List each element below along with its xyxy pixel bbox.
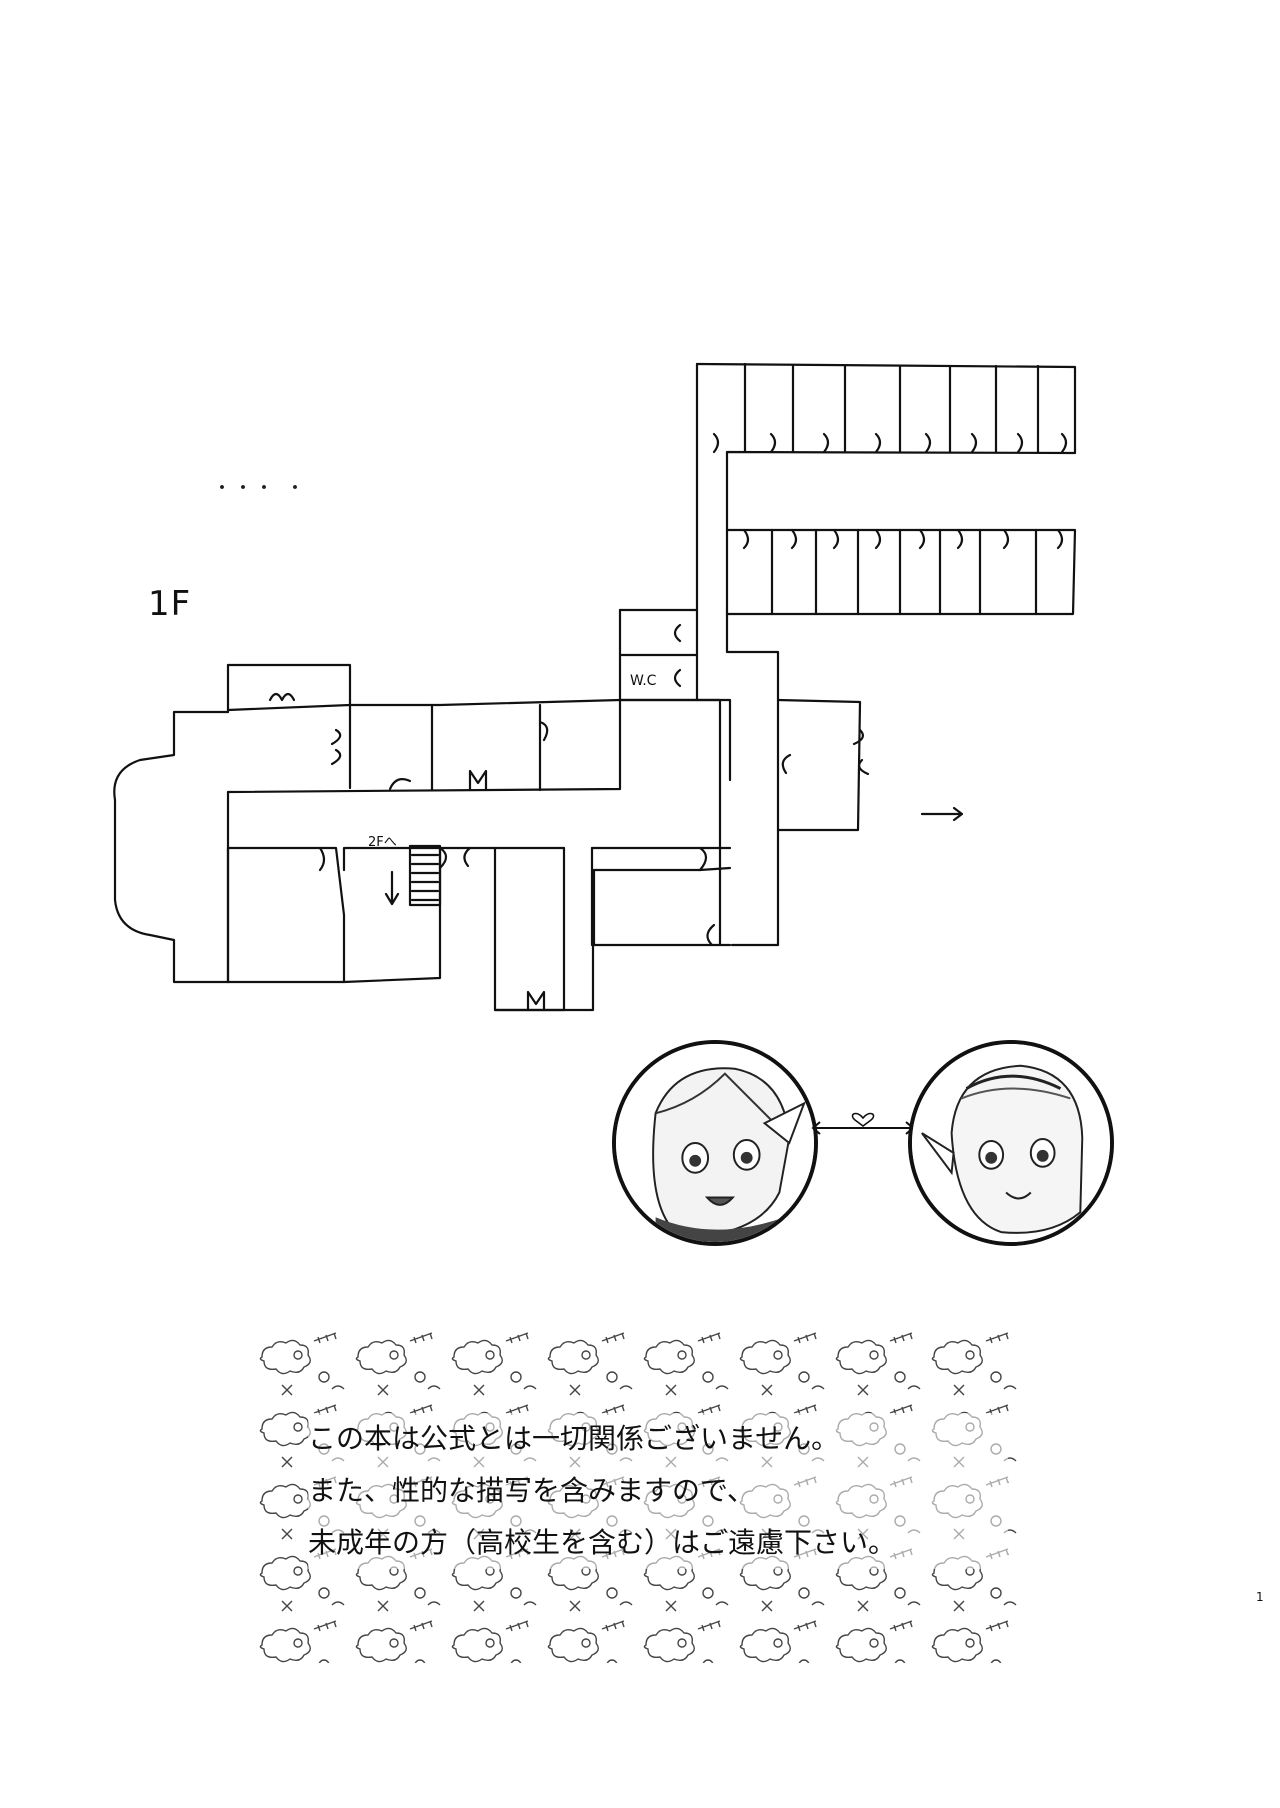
stairs-label: 2Fへ [368,835,397,850]
page-number: 1 [1256,1590,1264,1604]
notice-text: この本は公式とは一切関係ございません。 また、性的な描写を含みますので、 未成年… [308,1413,1008,1569]
notice-box: この本は公式とは一切関係ございません。 また、性的な描写を含みますので、 未成年… [252,1327,1020,1663]
boy-portrait-icon [612,1040,818,1246]
heart-double-arrow-icon [811,1112,915,1135]
notice-line: 未成年の方（高校生を含む）はご遠慮下さい。 [308,1526,897,1559]
floor-label: 1F [148,584,192,624]
notice-line: また、性的な描写を含みますので、 [308,1474,755,1507]
notice-line: この本は公式とは一切関係ございません。 [308,1422,840,1455]
girl-portrait-icon [908,1040,1114,1246]
wc-label: W.C [630,673,657,689]
